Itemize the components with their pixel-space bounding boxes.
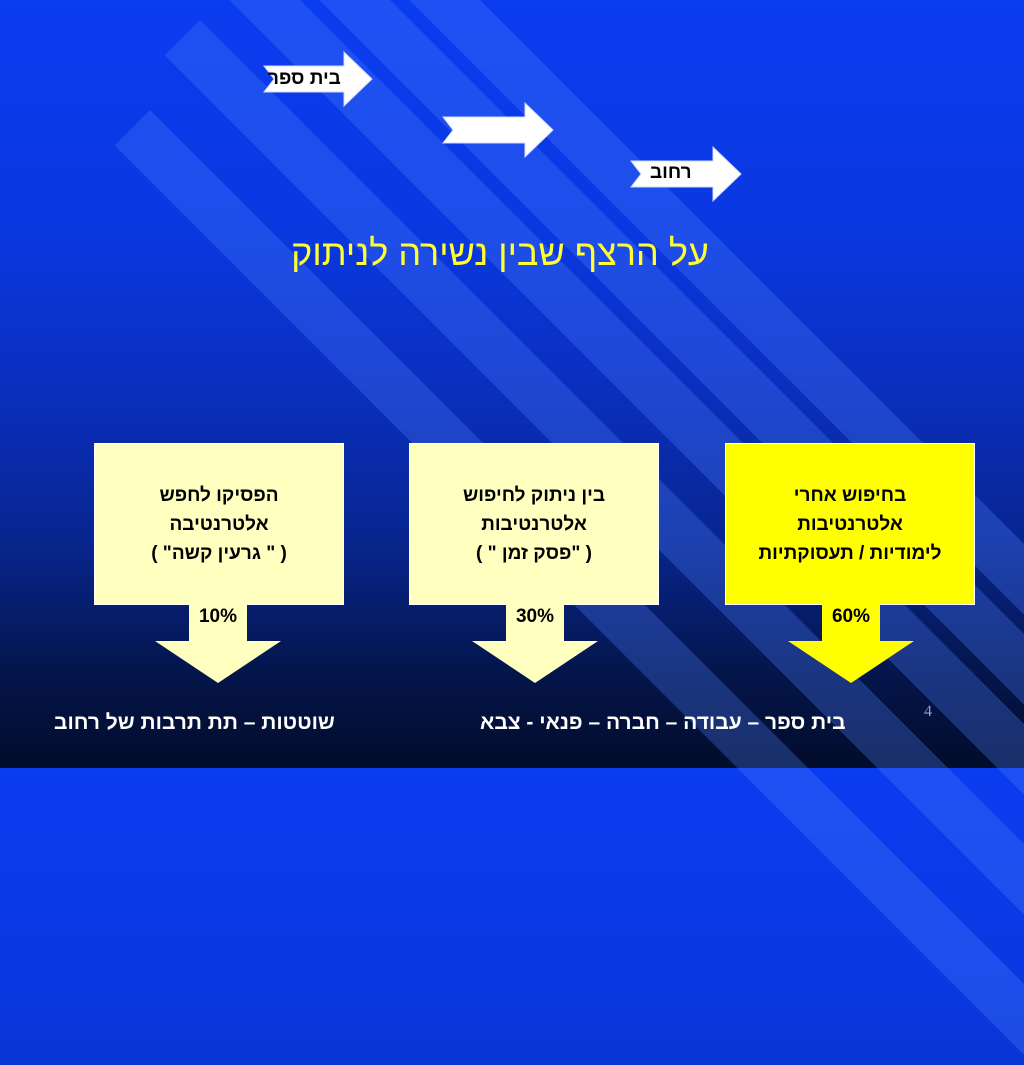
school-arrow xyxy=(262,50,373,108)
down-arrow xyxy=(155,603,281,683)
percent-label: 30% xyxy=(515,606,555,627)
percent-label: 60% xyxy=(831,606,871,627)
slide-title: על הרצף שבין נשירה לניתוק xyxy=(291,232,709,273)
bottom-text-right: בית ספר – עבודה – חברה – פנאי - צבא xyxy=(480,711,846,734)
down-arrow xyxy=(472,603,598,683)
box-line: בחיפוש אחרי xyxy=(793,484,907,506)
down-arrow xyxy=(788,603,914,683)
box-line: הפסיקו לחפש xyxy=(159,484,279,506)
box-line: בין ניתוק לחיפוש xyxy=(462,484,606,506)
box-line: לימודיות / תעסוקתיות xyxy=(758,542,942,564)
category-box-hard-core: הפסיקו לחפש אלטרנטיבה ( " גרעין קשה" ) xyxy=(94,443,344,605)
box-line: ( "פסק זמן " ) xyxy=(476,542,592,564)
street-arrow xyxy=(629,145,742,203)
school-arrow-label: בית ספר xyxy=(268,68,341,89)
category-box-time-out: בין ניתוק לחיפוש אלטרנטיבות ( "פסק זמן "… xyxy=(409,443,659,605)
box-line: אלטרנטיבות xyxy=(797,513,903,535)
street-arrow-label: רחוב xyxy=(650,162,692,183)
percent-label: 10% xyxy=(198,606,238,627)
category-box-searching: בחיפוש אחרי אלטרנטיבות לימודיות / תעסוקת… xyxy=(725,443,975,605)
middle-arrow xyxy=(441,101,554,159)
box-line: ( " גרעין קשה" ) xyxy=(151,542,287,564)
box-line: אלטרנטיבה xyxy=(169,513,269,535)
background-stripe xyxy=(224,0,1024,825)
slide-number: 4 xyxy=(924,703,932,720)
bottom-text-left: שוטטות – תת תרבות של רחוב xyxy=(54,711,335,734)
box-line: אלטרנטיבות xyxy=(481,513,587,535)
